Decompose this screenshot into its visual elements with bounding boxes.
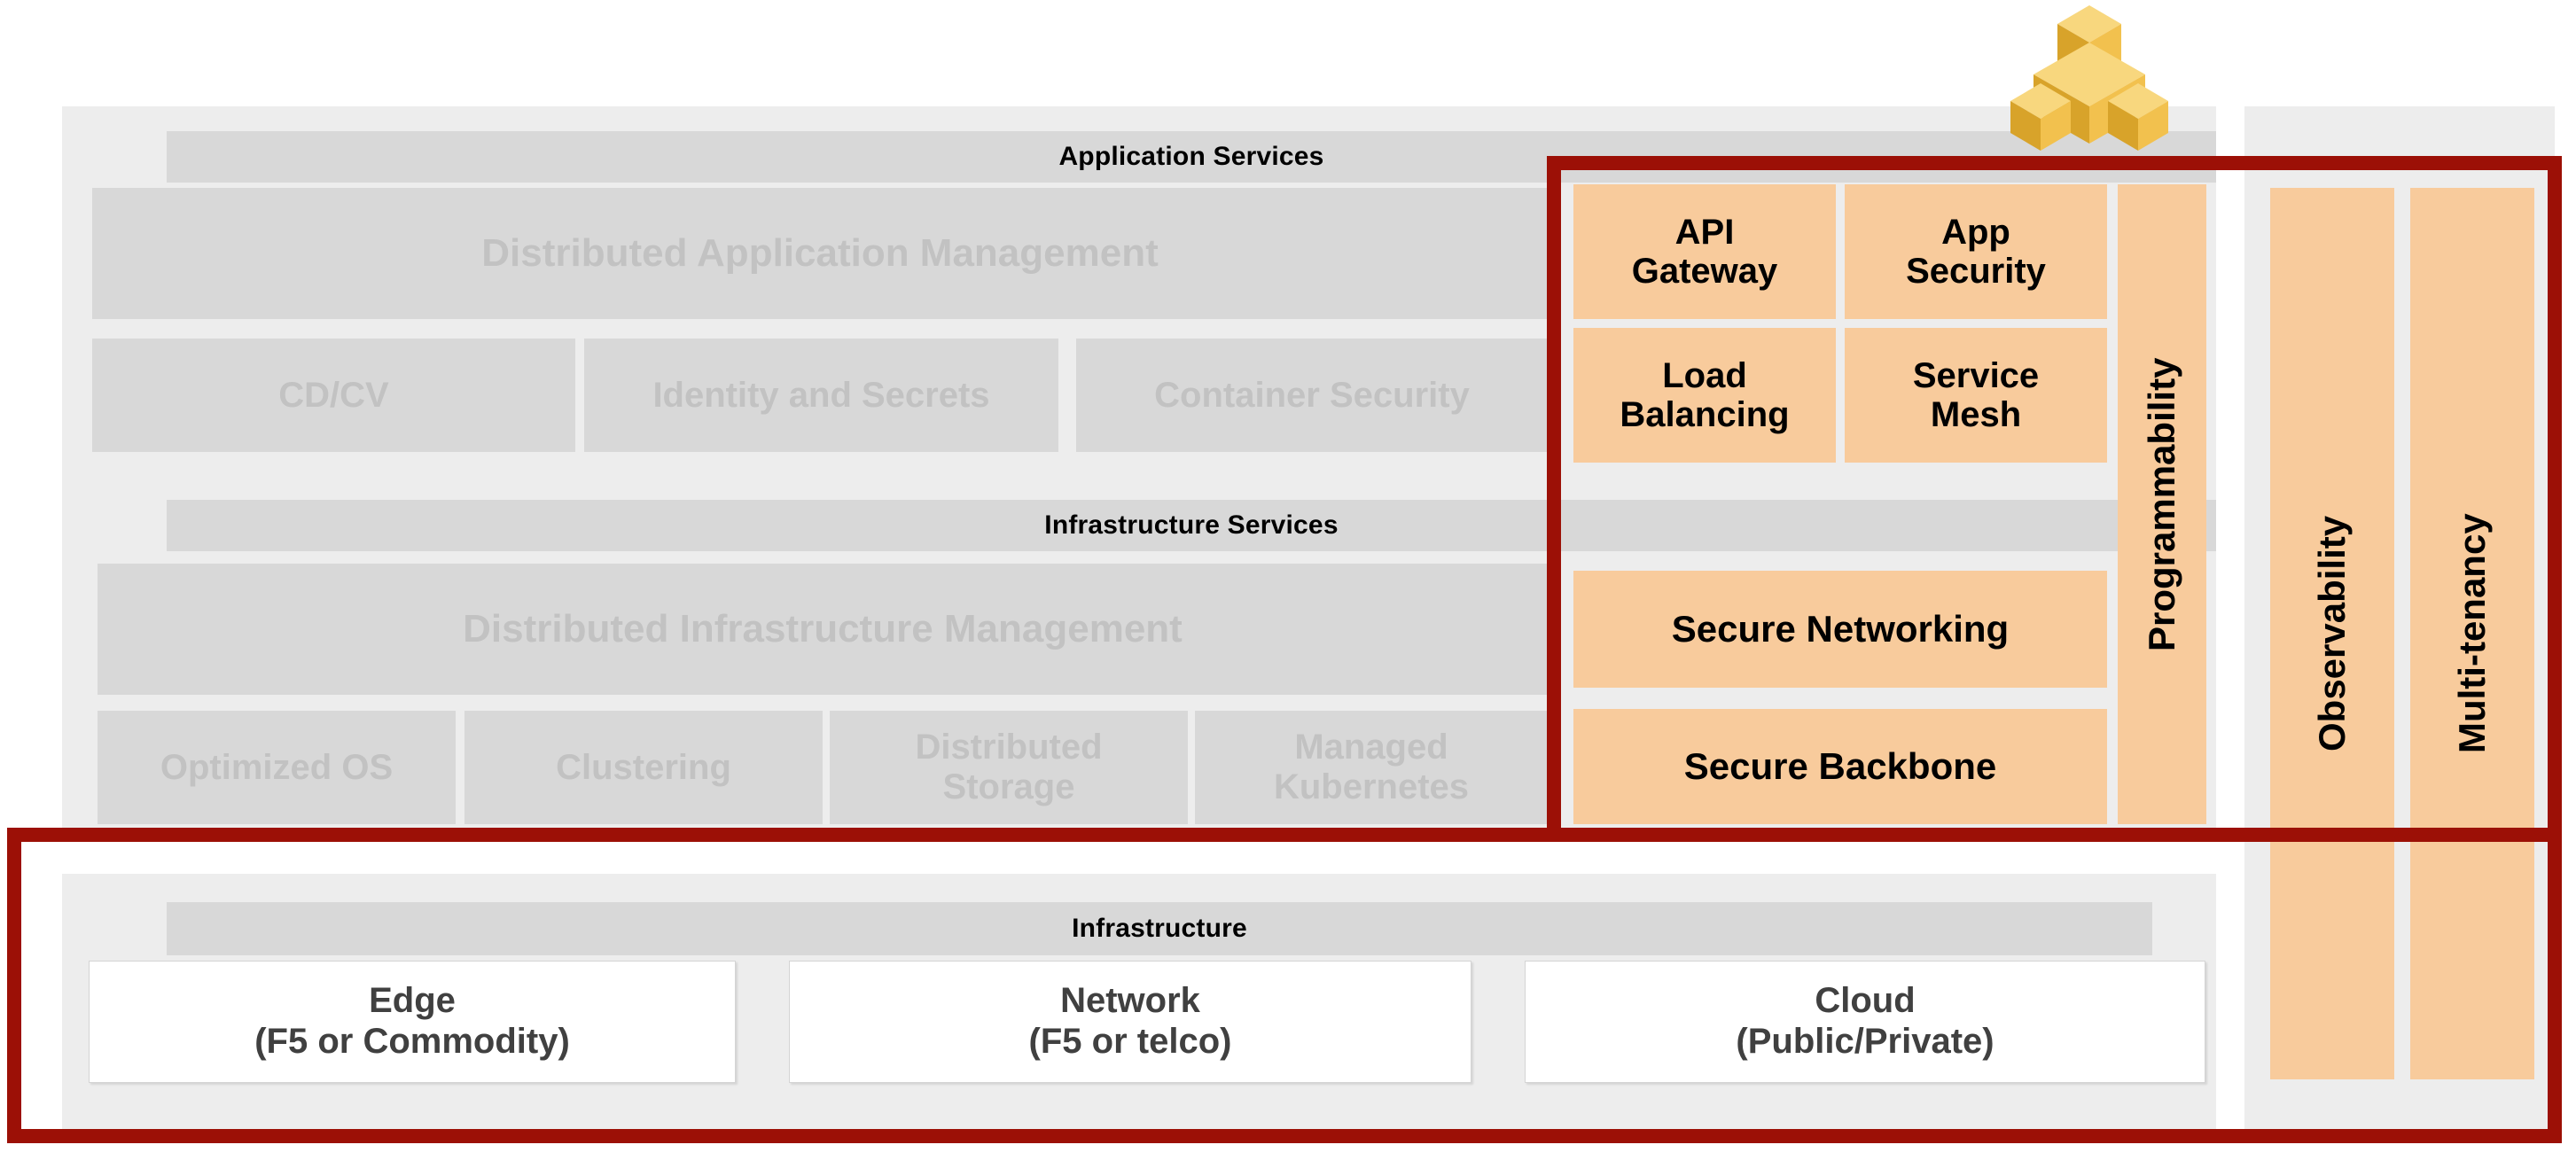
highlight-load-balancing[interactable]: Load Balancing [1573, 328, 1836, 463]
stacked-cubes-icon [2010, 5, 2168, 151]
infra-service-managed-kubernetes: Managed Kubernetes [1195, 711, 1548, 824]
infrastructure-services-header-label: Infrastructure Services [1044, 510, 1339, 540]
highlight-api-gateway-line2: Gateway [1631, 252, 1778, 291]
distributed-infrastructure-management-box: Distributed Infrastructure Management [98, 564, 1548, 695]
highlight-app-security-line2: Security [1906, 252, 2046, 291]
infrastructure-network-line1: Network [1060, 981, 1200, 1021]
cross-cutting-observability[interactable]: Observability [2270, 188, 2394, 1079]
highlight-outline-top-edge [1547, 156, 2562, 170]
infra-service-distributed-storage-label: Distributed Storage [915, 728, 1103, 806]
infra-service-optimized-os-label: Optimized OS [160, 747, 394, 787]
highlight-outline-left-edge-upper [1547, 156, 1561, 842]
highlight-load-balancing-line1: Load [1662, 356, 1747, 395]
highlight-outline-bottom-edge-lower [7, 1129, 2562, 1143]
infrastructure-header-label: Infrastructure [1072, 914, 1247, 943]
app-service-identity-and-secrets-label: Identity and Secrets [652, 375, 990, 415]
infrastructure-edge[interactable]: Edge (F5 or Commodity) [89, 961, 736, 1083]
infrastructure-edge-line2: (F5 or Commodity) [254, 1022, 570, 1061]
app-service-cdcv-label: CD/CV [278, 375, 389, 415]
infra-service-distributed-storage: Distributed Storage [830, 711, 1188, 824]
infrastructure-network-line2: (F5 or telco) [1028, 1022, 1232, 1061]
infrastructure-network[interactable]: Network (F5 or telco) [789, 961, 1471, 1083]
highlight-secure-networking[interactable]: Secure Networking [1573, 571, 2107, 688]
infra-service-managed-kubernetes-label: Managed Kubernetes [1273, 728, 1470, 806]
app-service-cdcv: CD/CV [92, 339, 575, 452]
infrastructure-cloud-line2: (Public/Private) [1736, 1022, 1994, 1061]
infra-service-clustering-label: Clustering [556, 747, 731, 787]
highlight-app-security[interactable]: App Security [1845, 184, 2107, 319]
highlight-api-gateway-line1: API [1674, 213, 1735, 252]
infrastructure-edge-line1: Edge [369, 981, 456, 1021]
highlight-load-balancing-line2: Balancing [1620, 395, 1790, 434]
highlight-programmability[interactable]: Programmability [2118, 184, 2206, 824]
cross-cutting-multi-tenancy-label: Multi-tenancy [2450, 513, 2493, 754]
infra-service-optimized-os: Optimized OS [98, 711, 456, 824]
application-services-header-label: Application Services [1058, 142, 1324, 171]
highlight-api-gateway[interactable]: API Gateway [1573, 184, 1836, 319]
app-service-container-security-label: Container Security [1154, 375, 1470, 415]
distributed-application-management-box: Distributed Application Management [92, 188, 1548, 319]
app-service-identity-and-secrets: Identity and Secrets [584, 339, 1058, 452]
highlight-secure-backbone[interactable]: Secure Backbone [1573, 709, 2107, 824]
app-service-container-security: Container Security [1076, 339, 1548, 452]
highlight-outline-bottom-edge-upper [1547, 828, 2562, 842]
distributed-infrastructure-management-label: Distributed Infrastructure Management [463, 607, 1183, 651]
infrastructure-cloud-line1: Cloud [1815, 981, 1916, 1021]
infrastructure-services-header: Infrastructure Services [167, 500, 2216, 551]
highlight-outline-bottom-band-top-edge [7, 828, 1561, 842]
highlight-service-mesh[interactable]: Service Mesh [1845, 328, 2107, 463]
distributed-application-management-label: Distributed Application Management [481, 231, 1159, 276]
infrastructure-header: Infrastructure [167, 902, 2152, 955]
highlight-service-mesh-line2: Mesh [1930, 395, 2022, 434]
cross-cutting-observability-label: Observability [2310, 515, 2353, 752]
highlight-outline-left-edge-lower [7, 828, 21, 1143]
highlight-outline-right-edge [2548, 156, 2562, 1143]
cross-cutting-multi-tenancy[interactable]: Multi-tenancy [2410, 188, 2534, 1079]
highlight-secure-backbone-label: Secure Backbone [1683, 744, 1997, 787]
highlight-service-mesh-line1: Service [1912, 356, 2040, 395]
infrastructure-cloud[interactable]: Cloud (Public/Private) [1525, 961, 2205, 1083]
highlight-secure-networking-label: Secure Networking [1671, 607, 2010, 650]
highlight-programmability-label: Programmability [2140, 357, 2182, 651]
infra-service-clustering: Clustering [464, 711, 823, 824]
highlight-app-security-line1: App [1941, 213, 2010, 252]
